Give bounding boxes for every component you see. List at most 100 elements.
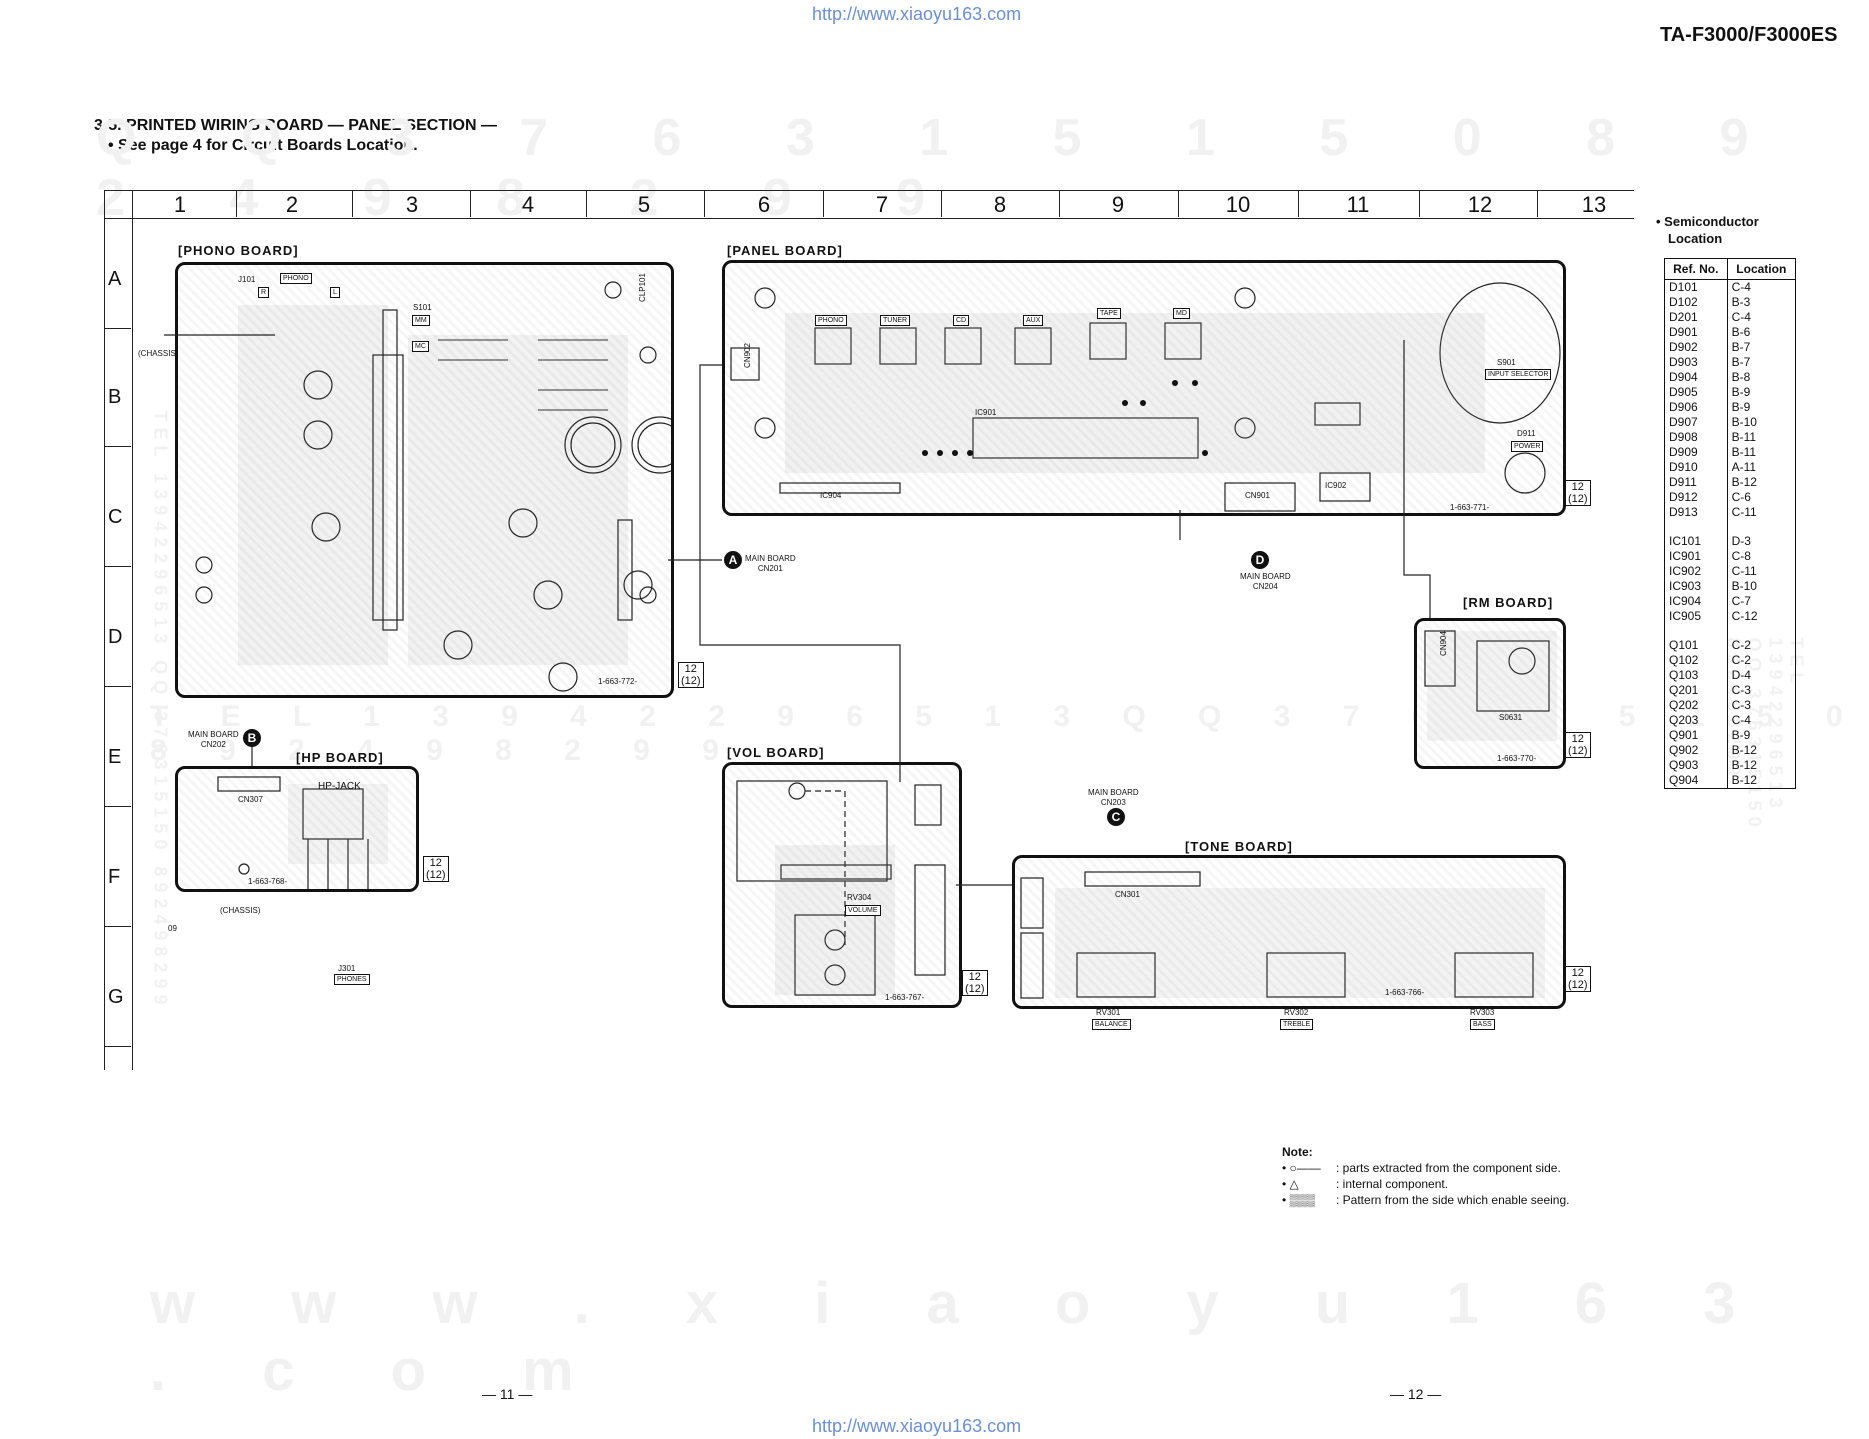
vol-board-traces: [736, 780, 946, 996]
d911-label: D911: [1517, 429, 1536, 438]
grid-row-header: [104, 190, 133, 1070]
section-subtitle: • See page 4 for Circuit Boards Location…: [108, 137, 418, 154]
location-cell: C-2: [1731, 638, 1751, 652]
ref-no-cell: Q202: [1664, 698, 1728, 713]
main-board-b-text2: CN202: [200, 740, 226, 749]
location-cell: B-3: [1731, 295, 1751, 309]
model-number: TA-F3000/F3000ES: [1660, 24, 1838, 46]
grid-column-divider: [1298, 190, 1299, 217]
ref-no-cell: Q203: [1664, 713, 1728, 728]
grid-column-3: 3: [405, 192, 419, 217]
grid-column-divider: [586, 190, 587, 217]
ref-no-cell: Q101: [1664, 638, 1728, 653]
panel-board-label: [PANEL BOARD]: [727, 243, 843, 258]
mm-label: MM: [412, 315, 430, 326]
grid-column-9: 9: [1111, 192, 1125, 217]
location-cell: B-8: [1731, 370, 1751, 384]
location-cell: C-6: [1731, 490, 1751, 504]
grid-column-10: 10: [1225, 192, 1251, 217]
ref-no-cell: Q103: [1664, 668, 1728, 683]
grid-column-divider: [1059, 190, 1060, 217]
location-cell: C-4: [1731, 280, 1751, 294]
grid-column-divider: [236, 190, 237, 217]
rv304-label: RV304: [847, 893, 872, 902]
location-cell: B-6: [1731, 325, 1751, 339]
page-number-right: — 12 —: [1390, 1386, 1442, 1402]
ref-no-cell: D901: [1664, 325, 1728, 340]
bottom-url[interactable]: http://www.xiaoyu163.com: [812, 1416, 1022, 1436]
grid-row-G: G: [108, 986, 124, 1008]
main-board-a-text2: CN201: [757, 564, 783, 573]
ref-no-cell: IC101: [1664, 534, 1728, 549]
ref-no-cell: D911: [1664, 475, 1728, 490]
grid-column-11: 11: [1346, 192, 1370, 217]
rm-board-traces: [1424, 630, 1557, 741]
ref-no-cell: Q102: [1664, 653, 1728, 668]
hp-board-label: [HP BOARD]: [296, 750, 384, 765]
grid-column-12: 12: [1467, 192, 1493, 217]
location-cell: B-12: [1731, 743, 1757, 757]
panel-board: [PANEL BOARD] PHONO TUNER CD AUX TA: [722, 243, 1566, 516]
grid-row-F: F: [108, 866, 121, 888]
ref-no-cell: IC902: [1664, 564, 1728, 579]
tone-board: [TONE BOARD] CN301 1-663-766-: [1012, 839, 1566, 1009]
grid-column-divider: [1178, 190, 1179, 217]
ref-no-cell: IC901: [1664, 549, 1728, 564]
note-list: • ○——: parts extracted from the componen…: [1282, 1160, 1569, 1208]
location-cell: B-11: [1731, 430, 1757, 444]
phono-board-label: [PHONO BOARD]: [178, 243, 299, 258]
semiconductor-title: • Semiconductor: [1656, 214, 1759, 229]
ref-no-cell: Q901: [1664, 728, 1728, 743]
ref-no-cell: D903: [1664, 355, 1728, 370]
key-tape-label: TAPE: [1097, 308, 1121, 319]
grid-row-E: E: [108, 746, 122, 768]
phono-ref: 12: [684, 663, 697, 675]
watermark-bottom: w w w . x i a o y u 1 6 3 . c o m: [150, 1271, 1776, 1403]
grid-row-divider: [104, 926, 131, 927]
vol-ref: 12: [968, 971, 981, 983]
cn301-label: CN301: [1115, 890, 1140, 899]
panel-board-traces: [730, 282, 1561, 512]
table-spacer: [1664, 624, 1796, 638]
phono-ref-box: 12(12): [678, 662, 704, 688]
col-ref-header: Ref. No.: [1664, 258, 1728, 280]
panel-board-part: 1-663-771-: [1450, 503, 1490, 512]
grid-column-5: 5: [637, 192, 651, 217]
section-title: 3-5. PRINTED WIRING BOARD — PANEL SECTIO…: [94, 117, 497, 134]
hp-jack-label: HP-JACK: [318, 781, 361, 792]
panel-ref: 12: [1571, 481, 1584, 493]
vol-ref2: (12): [965, 983, 985, 995]
location-cell: B-7: [1731, 355, 1751, 369]
ref-no-cell: D913: [1664, 505, 1728, 520]
hp-board: [HP BOARD] CN307 HP-JACK 1-663-768-: [175, 750, 419, 892]
s0631-label: S0631: [1499, 713, 1523, 722]
ref-no-cell: D908: [1664, 430, 1728, 445]
j101-label: J101: [238, 275, 256, 284]
grid-row-divider: [104, 328, 131, 329]
page-number-left: — 11 —: [482, 1386, 533, 1402]
rm-ref2: (12): [1568, 745, 1588, 757]
note-symbol: • ▒▒▒: [1282, 1193, 1316, 1207]
location-cell: B-9: [1731, 400, 1751, 414]
s101-label: S101: [413, 303, 432, 312]
ic901-label: IC901: [975, 408, 997, 417]
main-board-b-marker: B: [243, 729, 261, 747]
top-url[interactable]: http://www.xiaoyu163.com: [812, 4, 1022, 24]
